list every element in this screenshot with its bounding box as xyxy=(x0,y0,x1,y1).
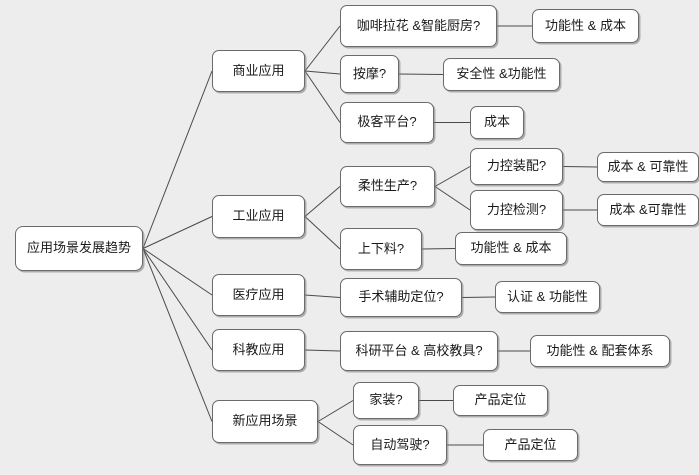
edge-科教应用-to-科研平台-高校教具 xyxy=(304,349,341,352)
node-label: 成本 xyxy=(483,114,510,130)
node-level1-工业应用[interactable]: 工业应用 xyxy=(212,195,305,238)
node-level3-功能性-配套体系[interactable]: 功能性 & 配套体系 xyxy=(530,335,670,367)
node-level3-功能性-成本[interactable]: 功能性 & 成本 xyxy=(532,9,639,43)
edge-应用场景发展趋势-to-新应用场景 xyxy=(142,248,213,422)
node-label: 新应用场景 xyxy=(232,413,298,429)
node-level1-商业应用[interactable]: 商业应用 xyxy=(212,50,305,92)
edge-新应用场景-to-自动驾驶 xyxy=(317,421,354,446)
edge-上下料-to-功能性-成本 xyxy=(421,248,456,250)
edge-按摩-to-安全性-功能性 xyxy=(398,73,444,75)
edge-商业应用-to-按摩 xyxy=(304,70,341,75)
node-label: 科研平台 & 高校教具? xyxy=(355,342,483,358)
node-label: 商业应用 xyxy=(232,62,285,78)
node-label: 功能性 & 成本 xyxy=(545,17,626,33)
node-level4-成本-可靠性[interactable]: 成本 &可靠性 xyxy=(597,194,699,226)
node-label: 认证 & 功能性 xyxy=(507,288,588,304)
node-label: 医疗应用 xyxy=(232,286,285,302)
node-label: 成本 &可靠性 xyxy=(609,201,687,217)
node-label: 手术辅助定位? xyxy=(358,289,444,305)
node-level2-咖啡拉花-智能厨房[interactable]: 咖啡拉花 &智能厨房? xyxy=(340,5,497,47)
node-label: 咖啡拉花 &智能厨房? xyxy=(356,17,481,33)
node-level2-极客平台[interactable]: 极客平台? xyxy=(340,102,434,143)
node-label: 科教应用 xyxy=(232,341,285,357)
edge-商业应用-to-咖啡拉花-智能厨房 xyxy=(304,25,341,72)
node-label: 安全性 &功能性 xyxy=(456,66,547,82)
node-level3-认证-功能性[interactable]: 认证 & 功能性 xyxy=(495,281,600,313)
node-level1-科教应用[interactable]: 科教应用 xyxy=(212,329,305,371)
node-level4-成本-可靠性[interactable]: 成本 & 可靠性 xyxy=(597,152,699,182)
node-label: 按摩? xyxy=(352,65,387,81)
node-label: 功能性 & 配套体系 xyxy=(546,342,654,358)
edge-医疗应用-to-手术辅助定位 xyxy=(304,294,341,298)
edge-商业应用-to-极客平台 xyxy=(304,70,341,123)
node-level2-上下料[interactable]: 上下料? xyxy=(340,228,422,270)
node-label: 产品定位 xyxy=(504,436,557,452)
node-label: 柔性生产? xyxy=(357,178,418,194)
node-label: 自动驾驶? xyxy=(370,436,430,452)
node-level3-产品定位[interactable]: 产品定位 xyxy=(453,385,548,416)
node-level3-产品定位[interactable]: 产品定位 xyxy=(483,429,578,461)
edge-新应用场景-to-家装 xyxy=(317,400,354,422)
edge-柔性生产-to-力控检测 xyxy=(434,186,471,211)
edge-柔性生产-to-力控装配 xyxy=(434,166,471,187)
edge-应用场景发展趋势-to-工业应用 xyxy=(142,216,213,249)
node-level3-成本[interactable]: 成本 xyxy=(470,106,524,139)
node-label: 工业应用 xyxy=(232,208,285,224)
root-node[interactable]: 应用场景发展趋势 xyxy=(15,226,143,271)
edge-手术辅助定位-to-认证-功能性 xyxy=(461,296,496,298)
node-level2-自动驾驶[interactable]: 自动驾驶? xyxy=(353,425,447,465)
node-level3-功能性-成本[interactable]: 功能性 & 成本 xyxy=(455,232,567,265)
node-level2-手术辅助定位[interactable]: 手术辅助定位? xyxy=(340,278,462,317)
edge-工业应用-to-上下料 xyxy=(304,216,341,250)
node-label: 家装? xyxy=(369,392,403,408)
node-level2-家装[interactable]: 家装? xyxy=(353,382,419,419)
node-label: 产品定位 xyxy=(474,392,527,408)
node-label: 上下料? xyxy=(357,240,405,256)
node-level3-安全性-功能性[interactable]: 安全性 &功能性 xyxy=(443,58,560,91)
node-label: 极客平台? xyxy=(357,114,417,130)
edge-应用场景发展趋势-to-科教应用 xyxy=(142,248,213,351)
edge-应用场景发展趋势-to-医疗应用 xyxy=(142,248,213,296)
node-level2-柔性生产[interactable]: 柔性生产? xyxy=(340,166,435,207)
node-level2-科研平台-高校教具[interactable]: 科研平台 & 高校教具? xyxy=(340,331,498,371)
edge-工业应用-to-柔性生产 xyxy=(304,186,341,217)
node-level1-医疗应用[interactable]: 医疗应用 xyxy=(212,274,305,316)
node-level3-力控检测[interactable]: 力控检测? xyxy=(470,190,563,230)
edge-应用场景发展趋势-to-商业应用 xyxy=(142,70,213,249)
node-label: 成本 & 可靠性 xyxy=(607,158,689,174)
node-label: 力控检测? xyxy=(486,201,547,217)
node-level3-力控装配[interactable]: 力控装配? xyxy=(470,148,563,185)
node-label: 应用场景发展趋势 xyxy=(26,240,131,256)
node-level2-按摩[interactable]: 按摩? xyxy=(340,55,399,93)
edge-力控装配-to-成本-可靠性 xyxy=(562,166,598,168)
node-level1-新应用场景[interactable]: 新应用场景 xyxy=(212,400,318,443)
node-label: 力控装配? xyxy=(486,158,547,174)
node-label: 功能性 & 成本 xyxy=(470,240,552,256)
